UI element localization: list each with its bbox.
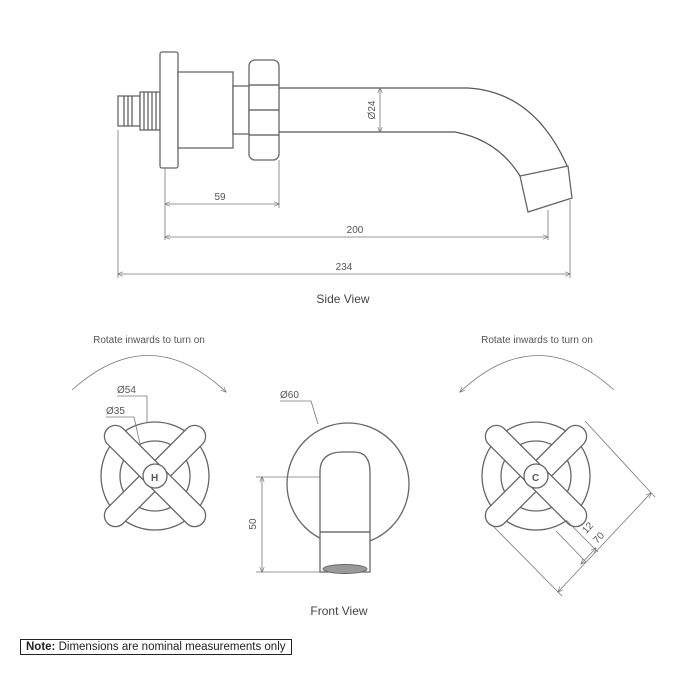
dim-label-200: 200 xyxy=(347,225,364,236)
ext-line-70-top xyxy=(584,420,656,498)
ext-line-70-bottom xyxy=(491,524,563,597)
cold-rotate-note: Rotate inwards to turn on xyxy=(481,335,593,346)
dim-leader-dia54 xyxy=(117,395,148,422)
spout-outlet xyxy=(519,165,573,213)
cold-letter: C xyxy=(532,473,539,484)
dim-leader-dia60 xyxy=(280,400,319,425)
front-aerator xyxy=(322,564,368,574)
side-view: Ø24 59 200 234 Side View xyxy=(117,51,573,306)
front-view-caption: Front View xyxy=(310,604,367,618)
handle-side xyxy=(248,59,280,161)
dim-line-70 xyxy=(558,493,651,592)
note-label: Note: xyxy=(26,641,56,653)
dim-label-70: 70 xyxy=(591,530,607,546)
side-view-caption: Side View xyxy=(316,292,369,306)
ext-line-12-a xyxy=(565,519,599,553)
dim-label-dia24: Ø24 xyxy=(367,100,378,119)
valve-collar xyxy=(232,85,250,135)
wall-flange xyxy=(159,51,179,169)
dim-label-dia54: Ø54 xyxy=(117,385,136,396)
dim-label-dia35: Ø35 xyxy=(106,406,125,417)
note-box: Note: Dimensions are nominal measurement… xyxy=(20,639,292,655)
spout xyxy=(279,87,569,177)
hot-tap: Rotate inwards to turn on H Ø54 Ø35 xyxy=(71,335,250,531)
front-spout xyxy=(319,451,371,573)
dim-leader-dia35 xyxy=(106,416,141,445)
cold-rotate-arrow xyxy=(460,355,615,392)
valve-body xyxy=(177,71,234,149)
cold-tap: Rotate inwards to turn on C 70 12 xyxy=(441,335,656,597)
hot-indicator-cap xyxy=(142,463,168,489)
dim-label-234: 234 xyxy=(336,262,353,273)
dim-label-50: 50 xyxy=(248,518,259,530)
hot-letter: H xyxy=(151,473,158,484)
note-text: Dimensions are nominal measurements only xyxy=(58,641,286,653)
hot-rotate-note: Rotate inwards to turn on xyxy=(93,335,205,346)
cold-indicator-cap xyxy=(523,463,549,489)
hot-rotate-arrow xyxy=(71,355,226,392)
dim-label-59: 59 xyxy=(214,192,226,203)
dim-label-dia60: Ø60 xyxy=(280,390,299,401)
front-view: Ø60 50 Front View xyxy=(248,390,410,618)
cartridge-thread xyxy=(117,91,161,131)
dim-line-12 xyxy=(581,548,596,564)
